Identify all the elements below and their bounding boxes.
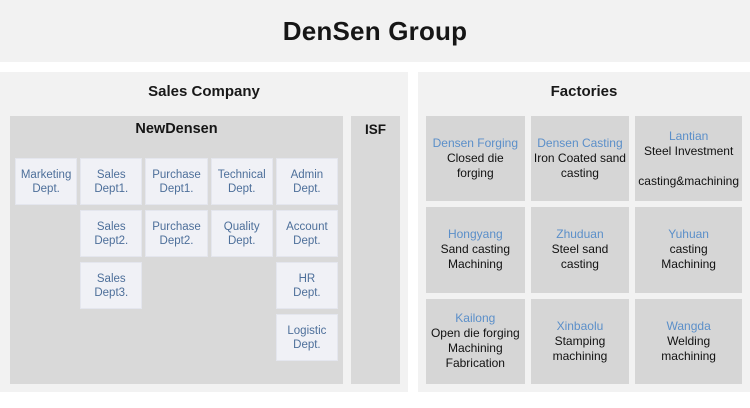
factory-name: Hongyang (447, 227, 503, 242)
department-label-line: Technical (217, 168, 266, 181)
department-label-line: Dept3. (94, 286, 129, 299)
department-label-line: Dept1. (159, 182, 194, 195)
newdensen-label: NewDensen (135, 121, 218, 137)
isf-label: ISF (364, 122, 386, 137)
factory-name: Densen Casting (537, 136, 623, 151)
page-title: DenSen Group (282, 15, 468, 46)
department-label-line: Dept. (32, 182, 60, 195)
department-label-line: Purchase (152, 220, 201, 233)
factory-name: Wangda (666, 318, 711, 333)
factory-name: Densen Forging (432, 136, 518, 151)
factory-description: casting Machining (661, 242, 716, 272)
factory-description: Sand casting Machining (440, 242, 510, 272)
department-label-line: Dept. (227, 234, 256, 247)
isf-box[interactable]: ISF (351, 116, 400, 384)
factories-heading: Factories (550, 82, 618, 100)
factory-description: Welding machining (661, 333, 716, 363)
department-cell-empty (80, 314, 142, 361)
department-cell-empty (15, 262, 77, 309)
department-cell-empty (211, 262, 273, 309)
department-label-line: Purchase (152, 168, 201, 181)
department-label-line: Marketing (20, 168, 72, 181)
department-label-line: Dept2. (94, 234, 129, 247)
factory-description: Steel sand casting (551, 242, 609, 272)
department-label-line: Dept. (293, 234, 321, 247)
department-cell-empty (145, 314, 207, 361)
factory-description: Steel Investment casting&machining (638, 143, 739, 188)
department-label-line: Account (286, 220, 328, 233)
title-bar: DenSen Group (0, 0, 750, 62)
factory-description: Stamping machining (552, 333, 608, 363)
factory-name: Zhuduan (556, 227, 604, 242)
department-label-line: Dept. (227, 182, 256, 195)
factory-description: Iron Coated sand casting (533, 151, 626, 181)
factory-description: Closed die forging (446, 151, 504, 181)
department-label-line: Sales (96, 168, 126, 181)
factory-name: Lantian (668, 128, 709, 143)
sales-company-heading: Sales Company (148, 82, 260, 100)
factory-name: Yuhuan (668, 227, 709, 242)
factory-description: Open die forging Machining Fabrication (430, 326, 520, 371)
department-cell-empty (15, 314, 77, 361)
factory-name: Kailong (455, 311, 496, 326)
department-label-line: Quality (223, 220, 260, 233)
department-label-line: Dept2. (159, 234, 194, 247)
department-cell-empty (15, 210, 77, 257)
department-label-line: Sales (96, 272, 126, 285)
department-cell-empty (211, 314, 273, 361)
department-cell-empty (145, 262, 207, 309)
department-label-line: Sales (96, 220, 126, 233)
department-label-line: Dept. (293, 286, 321, 299)
department-label-line: Admin (290, 168, 324, 181)
department-label-line: Dept1. (94, 182, 129, 195)
factory-name: Xinbaolu (556, 318, 604, 333)
department-label-line: Dept. (293, 182, 321, 195)
department-label-line: HR (298, 272, 316, 285)
department-label-line: Dept. (293, 338, 321, 351)
department-label-line: Logistic (287, 324, 327, 337)
